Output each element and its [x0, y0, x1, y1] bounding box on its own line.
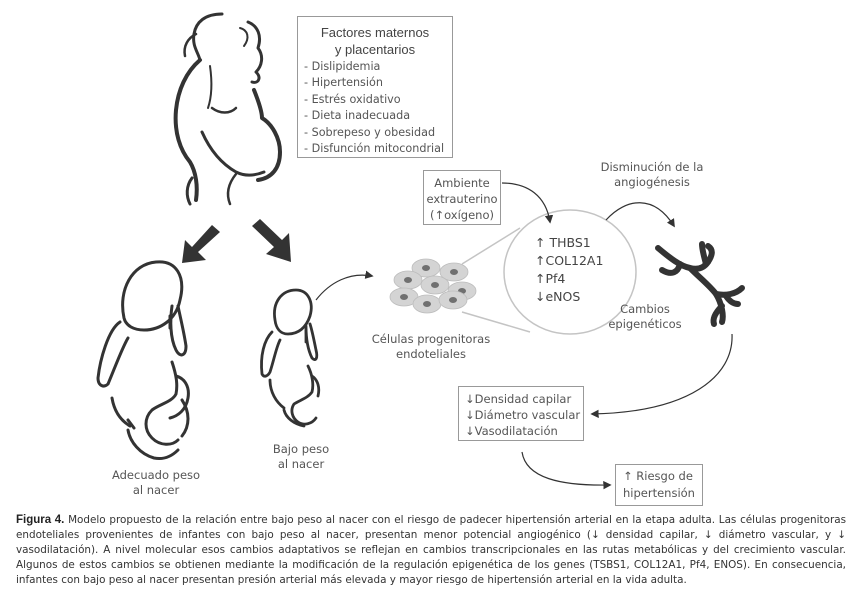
low-weight-baby-illustration: [260, 288, 321, 428]
arrow-effects-to-risk: [521, 451, 612, 490]
risk-line2: hipertensión: [623, 486, 695, 500]
environment-line3: (↑oxígeno): [430, 208, 494, 222]
gene-item: ↑ THBS1: [535, 235, 591, 250]
effect-item: ↓Vasodilatación: [465, 424, 558, 438]
vascular-effects-box: ↓Densidad capilar ↓Diámetro vascular ↓Va…: [458, 386, 584, 441]
epigenetic-changes-label: Cambios epigenéticos: [600, 302, 690, 332]
cell-nucleus: [423, 301, 431, 307]
factor-item: - Sobrepeso y obesidad: [304, 125, 436, 139]
cell-nucleus: [449, 297, 457, 303]
risk-line1: ↑ Riesgo de: [623, 469, 693, 483]
arrow-right-big: [252, 219, 291, 262]
factor-item: - Estrés oxidativo: [304, 92, 401, 106]
arrow-environment-to-genes: [501, 182, 554, 224]
factors-title-line2: y placentarios: [334, 42, 416, 57]
cell-nucleus: [404, 277, 412, 283]
factor-item: - Hipertensión: [304, 76, 383, 90]
low-label-line1: Bajo peso: [272, 442, 330, 456]
adequate-label-line1: Adecuado peso: [111, 468, 201, 482]
pregnant-woman-illustration: [173, 12, 282, 206]
figure-caption: Figura 4. Modelo propuesto de la relació…: [16, 513, 846, 588]
extrauterine-environment-box: Ambiente extrauterino (↑oxígeno): [423, 170, 501, 225]
progenitor-cells-label: Células progenitoras endoteliales: [366, 332, 496, 362]
angiogenesis-label-line1: Disminución de la: [600, 160, 704, 174]
cell-nucleus: [422, 265, 430, 271]
environment-line1: Ambiente: [434, 176, 490, 190]
epigenetic-label-line2: epigenéticos: [608, 317, 682, 331]
adequate-label-line2: al nacer: [132, 483, 180, 497]
arrow-vessel-to-effects: [590, 333, 733, 419]
figure-label: Figura 4.: [16, 514, 65, 526]
gene-item: ↓eNOS: [535, 289, 581, 304]
epigenetic-label-line1: Cambios: [620, 302, 670, 316]
endothelial-cells-cluster: [389, 258, 477, 314]
maternal-placental-factors-box: Factores maternos y placentarios - Disli…: [297, 16, 453, 158]
factor-item: - Disfunción mitocondrial: [304, 142, 445, 156]
adequate-weight-baby-illustration: [96, 260, 190, 460]
angiogenesis-label: Disminución de la angiogénesis: [592, 160, 712, 190]
progenitor-label-line2: endoteliales: [396, 347, 466, 361]
arrow-baby-to-cells: [315, 270, 374, 301]
gene-expression-list: ↑ THBS1 ↑COL12A1 ↑Pf4 ↓eNOS: [535, 234, 603, 306]
effect-item: ↓Densidad capilar: [465, 392, 572, 406]
factor-item: - Dieta inadecuada: [304, 109, 411, 123]
low-label-line2: al nacer: [277, 457, 325, 471]
progenitor-label-line1: Células progenitoras: [371, 332, 491, 346]
blood-vessel-icon: [655, 241, 745, 327]
factor-item: - Dislipidemia: [304, 60, 381, 73]
angiogenesis-label-line2: angiogénesis: [614, 175, 690, 189]
gene-item: ↑COL12A1: [535, 253, 604, 268]
cell-nucleus: [400, 294, 408, 300]
magnification-callout: [461, 209, 637, 335]
factors-title-line1: Factores maternos: [320, 25, 430, 40]
cell-nucleus: [450, 269, 458, 275]
caption-text: Modelo propuesto de la relación entre ba…: [16, 514, 846, 586]
adequate-weight-label: Adecuado peso al nacer: [104, 468, 208, 498]
low-weight-label: Bajo peso al nacer: [266, 442, 336, 472]
arrow-left-big: [182, 225, 220, 263]
environment-line2: extrauterino: [426, 192, 498, 206]
hypertension-risk-box: ↑ Riesgo de hipertensión: [615, 464, 703, 506]
arrow-angiogenesis: [605, 202, 675, 228]
big-arrows: [182, 219, 291, 263]
gene-item: ↑Pf4: [535, 271, 566, 286]
cell-nucleus: [431, 282, 439, 288]
effect-item: ↓Diámetro vascular: [465, 408, 581, 422]
